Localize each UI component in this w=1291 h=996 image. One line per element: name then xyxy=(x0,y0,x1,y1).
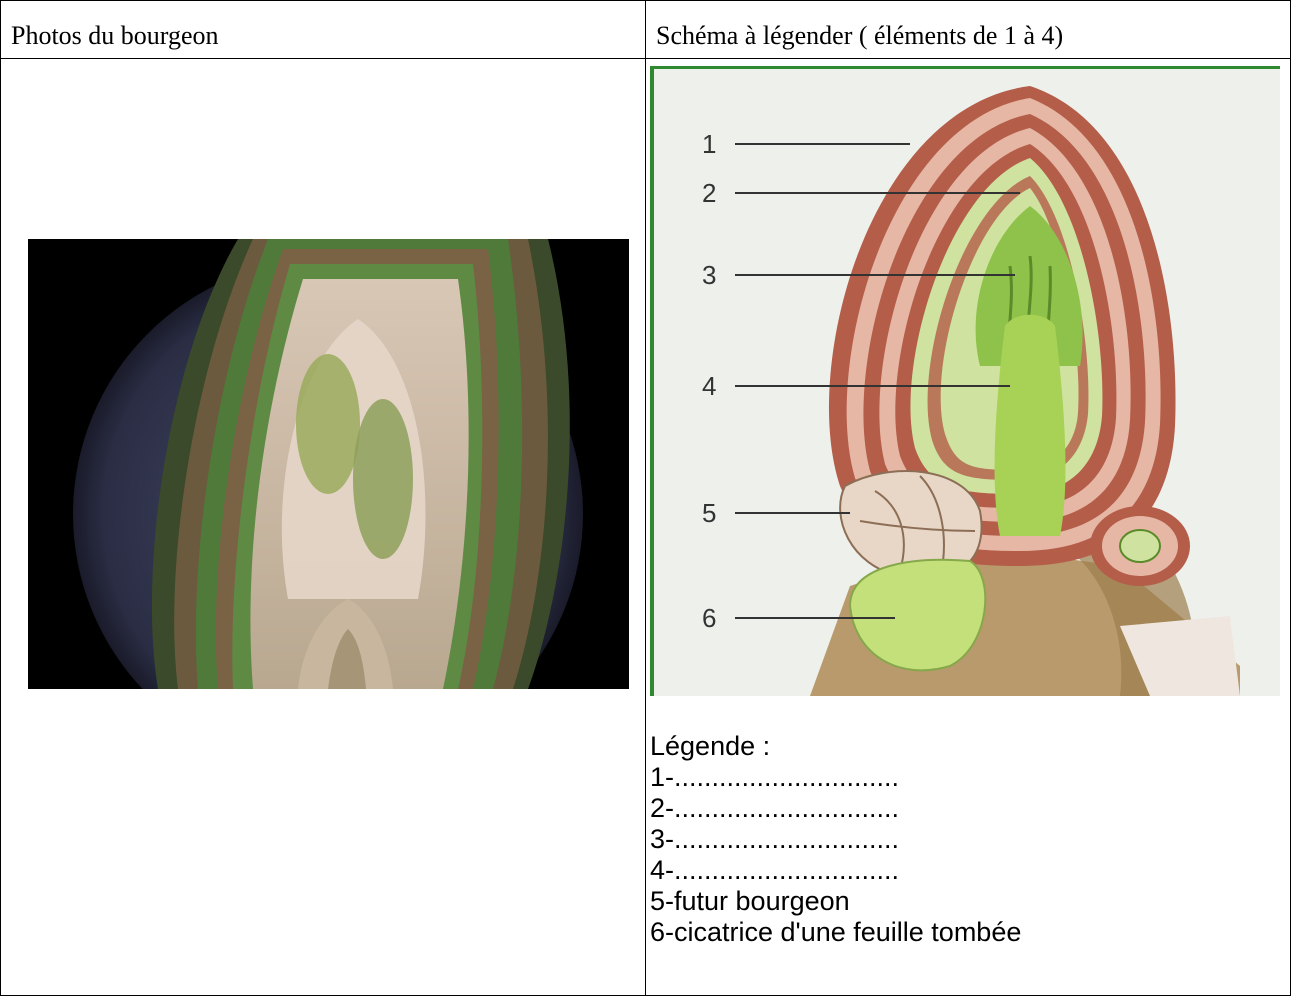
legend-title: Légende : xyxy=(650,731,1021,762)
diagram-number-6: 6 xyxy=(702,603,716,633)
schema-cell: 1 2 3 4 5 6 Légende : 1-................… xyxy=(646,59,1291,996)
photo-cell xyxy=(1,59,646,996)
header-cell-schema: Schéma à légender ( éléments de 1 à 4) xyxy=(646,1,1291,59)
diagram-number-4: 4 xyxy=(702,371,716,401)
legend-item-2: 2-.............................. xyxy=(650,793,1021,824)
legend: Légende : 1-............................… xyxy=(650,731,1021,948)
legend-item-3: 3-.............................. xyxy=(650,824,1021,855)
diagram-number-1: 1 xyxy=(702,129,716,159)
legend-item-5: 5-futur bourgeon xyxy=(650,886,1021,917)
legend-item-6: 6-cicatrice d'une feuille tombée xyxy=(650,917,1021,948)
header-schema: Schéma à légender ( éléments de 1 à 4) xyxy=(656,21,1063,51)
diagram-number-5: 5 xyxy=(702,498,716,528)
legend-item-1: 1-.............................. xyxy=(650,762,1021,793)
header-photos: Photos du bourgeon xyxy=(11,21,219,51)
diagram-number-2: 2 xyxy=(702,178,716,208)
legend-item-4: 4-.............................. xyxy=(650,855,1021,886)
bud-diagram: 1 2 3 4 5 6 xyxy=(650,66,1280,696)
header-cell-photos: Photos du bourgeon xyxy=(1,1,646,59)
bud-photo xyxy=(28,239,629,689)
diagram-number-3: 3 xyxy=(702,260,716,290)
